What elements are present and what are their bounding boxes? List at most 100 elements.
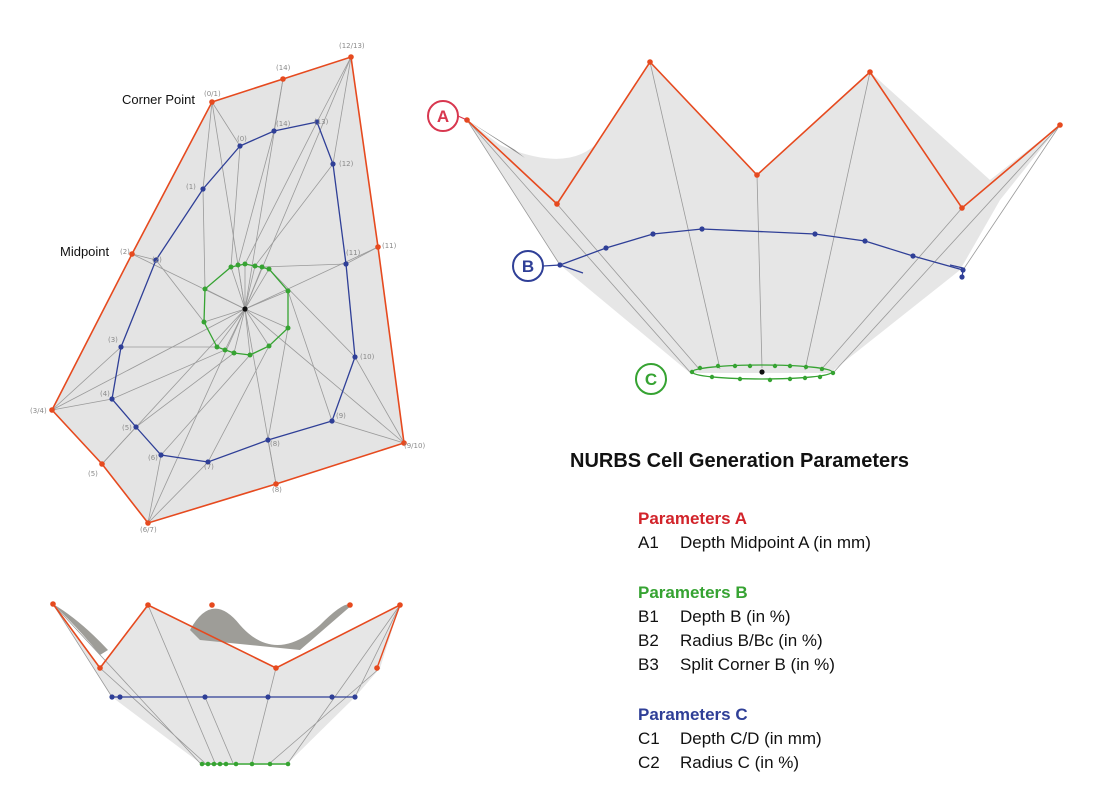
ring-b-control-point (959, 274, 965, 280)
plan-ring-b (111, 121, 356, 463)
side-view (50, 601, 403, 767)
ring-c-control-point (747, 363, 753, 369)
ring-b-control-point (271, 128, 277, 134)
corner-point-label: Corner Point (122, 92, 195, 107)
badge-a: A (427, 100, 459, 132)
outer-index-label: (12/13) (339, 42, 365, 50)
ring-b-control-point (117, 694, 123, 700)
ring-b-control-point (158, 452, 164, 458)
ring-c-control-point (259, 264, 265, 270)
inner-index-label: (7) (204, 463, 214, 471)
legend-title: NURBS Cell Generation Parameters (570, 450, 910, 472)
ring-b-control-point (699, 226, 705, 232)
ring-b-control-point (343, 261, 349, 267)
row-text: Depth C/D (in mm) (680, 729, 822, 748)
ring-c-control-point (266, 266, 272, 272)
outer-index-label: (11) (382, 242, 397, 250)
row-text: Radius B/Bc (in %) (680, 631, 823, 650)
plan-spoke (51, 308, 246, 411)
inner-index-label: (0) (237, 135, 247, 143)
row-text: Split Corner B (in %) (680, 655, 835, 674)
outer-control-point (375, 244, 381, 250)
ring-b-control-point (133, 424, 139, 430)
ring-b-control-point (812, 231, 818, 237)
ring-b-control-point (205, 459, 211, 465)
outer-index-label: (5) (88, 470, 98, 478)
badge-c-letter: C (645, 370, 657, 389)
plan-spoke (244, 246, 379, 310)
perspective-control-points (464, 59, 1063, 383)
plan-spoke (131, 253, 246, 323)
ring-c-control-point (830, 370, 836, 376)
ring-c-control-point (767, 377, 773, 383)
ring-c-control-point (235, 262, 241, 268)
ring-c-control-point (267, 761, 273, 767)
outer-control-point (99, 461, 105, 467)
ring-c-control-point (201, 319, 207, 325)
ring-c-control-point (732, 363, 738, 369)
ring-b-control-point (352, 694, 358, 700)
plan-control-points (49, 54, 407, 526)
outer-control-point (273, 481, 279, 487)
legend-group-a-heading: Parameters A (638, 509, 747, 528)
ring-c-control-point (247, 352, 253, 358)
ring-c-control-point (697, 365, 703, 371)
side-ribs (52, 603, 401, 764)
side-shadow-left (53, 604, 108, 655)
ring-c-control-point (772, 363, 778, 369)
inner-index-label: (2) (152, 256, 162, 264)
inner-index-label: (1) (186, 183, 196, 191)
outer-control-point (280, 76, 286, 82)
ring-c-control-point (715, 363, 721, 369)
ring-c-control-point (211, 761, 217, 767)
ring-b-control-point (109, 694, 115, 700)
inner-index-label: (3) (108, 336, 118, 344)
ring-b-control-point (265, 694, 271, 700)
ring-b-control-point (603, 245, 609, 251)
plan-spoke (147, 308, 246, 524)
inner-index-label: (11) (346, 249, 361, 257)
ring-c-control-point (252, 263, 258, 269)
ring-b-control-point (200, 186, 206, 192)
ring-c-control-point (231, 350, 237, 356)
ring-b-control-point (352, 354, 358, 360)
plan-view: (0/1)(14)(12/13)(11)(9/10)(8)(6/7)(5)(3/… (30, 42, 425, 534)
ring-b-control-point (650, 231, 656, 237)
inner-index-label: (9) (336, 412, 346, 420)
ring-c-control-point (242, 261, 248, 267)
ring-c-control-point (709, 374, 715, 380)
ring-c-control-point (285, 325, 291, 331)
ring-c-control-point (819, 366, 825, 372)
ring-c-control-point (787, 376, 793, 382)
ring-b-control-point (153, 257, 159, 263)
perspective-center-point (759, 369, 765, 375)
outer-control-point (1057, 122, 1063, 128)
ring-c-control-point (817, 374, 823, 380)
inner-index-label: (8) (270, 440, 280, 448)
ring-b-control-point (960, 267, 966, 273)
ring-b-control-point (862, 238, 868, 244)
row-code: C2 (638, 753, 660, 772)
perspective-ribs (466, 61, 1061, 374)
plan-index-labels: (0/1)(14)(12/13)(11)(9/10)(8)(6/7)(5)(3/… (30, 42, 425, 534)
row-code: B1 (638, 607, 659, 626)
ring-b-control-point (329, 418, 335, 424)
side-shadow-center (190, 604, 352, 650)
outer-control-point (348, 54, 354, 60)
outer-index-label: (0/1) (204, 90, 221, 98)
outer-index-label: (14) (276, 64, 291, 72)
row-text: Depth Midpoint A (in mm) (680, 533, 871, 552)
row-text: Radius C (in %) (680, 753, 800, 772)
outer-control-point (209, 602, 215, 608)
ring-c-control-point (214, 344, 220, 350)
ring-c-control-point (199, 761, 205, 767)
inner-index-label: (12) (339, 160, 354, 168)
outer-control-point (401, 440, 407, 446)
plan-spoke (211, 101, 246, 310)
legend-row: C2 Radius C (in %) (638, 751, 822, 775)
